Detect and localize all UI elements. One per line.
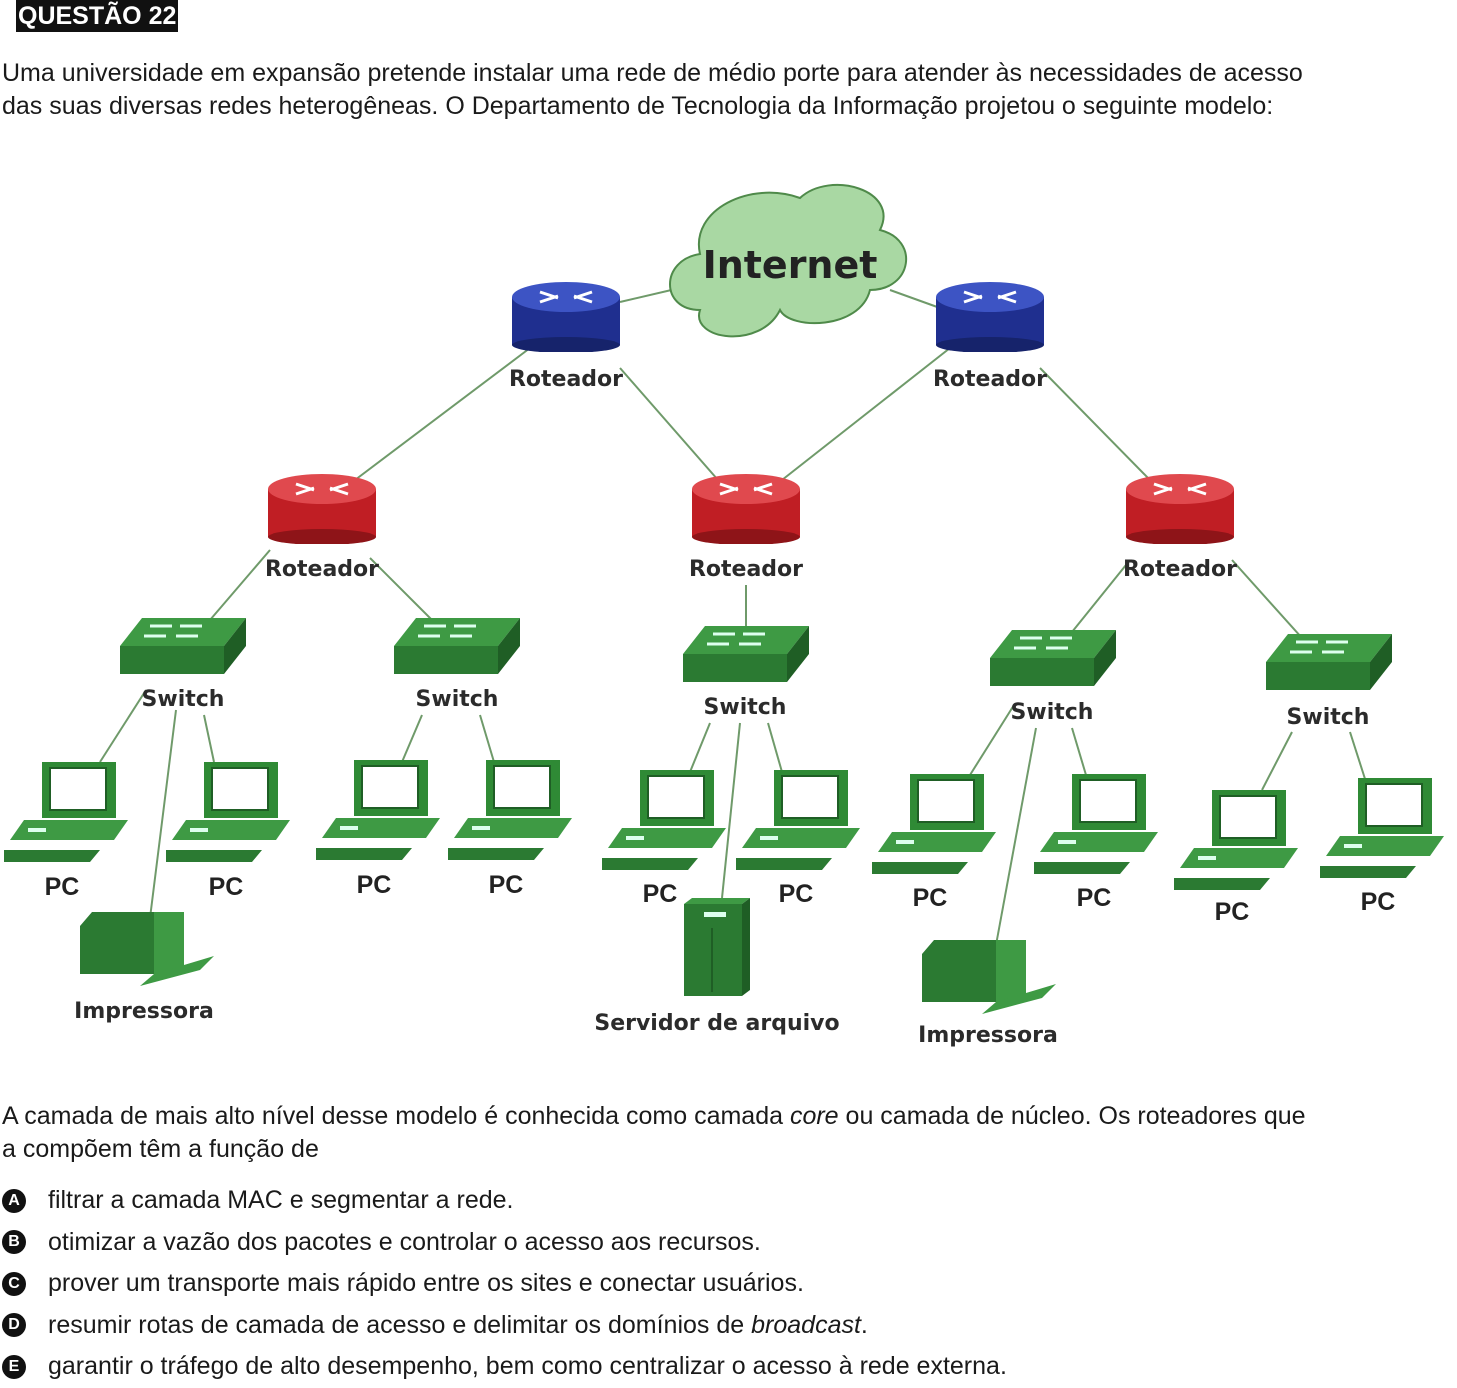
router-label: Roteador xyxy=(1123,557,1237,582)
dist-router-right: Roteador xyxy=(1123,474,1237,582)
option-text: prover um transporte mais rápido entre o… xyxy=(48,1269,804,1298)
printer-label: Impressora xyxy=(918,1023,1058,1048)
switch-label: Switch xyxy=(704,695,787,720)
router-label: Roteador xyxy=(265,557,379,582)
intro-line-1: Uma universidade em expansão pretende in… xyxy=(2,59,1303,87)
switch-label: Switch xyxy=(1011,700,1094,725)
file-server: Servidor de arquivo xyxy=(594,898,840,1036)
pc-label: PC xyxy=(357,871,392,899)
option-text: resumir rotas de camada de acesso e deli… xyxy=(48,1311,868,1340)
option-text: filtrar a camada MAC e segmentar a rede. xyxy=(48,1186,514,1215)
pc-10: PC xyxy=(1320,778,1444,916)
pc-3: PC xyxy=(316,760,440,899)
option-broadcast-term: broadcast xyxy=(751,1310,861,1339)
pc-label: PC xyxy=(643,880,678,908)
pc-8: PC xyxy=(1034,774,1158,912)
switch-label: Switch xyxy=(1287,705,1370,730)
option-letter-badge: C xyxy=(2,1271,26,1296)
answer-options: A filtrar a camada MAC e segmentar a red… xyxy=(2,1180,1007,1388)
pc-5: PC xyxy=(602,770,726,908)
pc-2: PC xyxy=(166,762,290,901)
option-letter-badge: B xyxy=(2,1230,26,1255)
switch-4: Switch xyxy=(990,630,1116,725)
option-c[interactable]: C prover um transporte mais rápido entre… xyxy=(2,1263,1007,1305)
option-text: otimizar a vazão dos pacotes e controlar… xyxy=(48,1227,761,1256)
stem-line-1b: ou camada de núcleo. Os roteadores que xyxy=(838,1102,1306,1130)
switch-1: Switch xyxy=(120,618,246,712)
dist-router-center: Roteador xyxy=(689,474,803,582)
internet-cloud: Internet xyxy=(669,183,908,338)
question-stem: A camada de mais alto nível desse modelo… xyxy=(2,1100,1454,1166)
option-a[interactable]: A filtrar a camada MAC e segmentar a red… xyxy=(2,1180,1007,1222)
pc-label: PC xyxy=(209,873,244,901)
core-router-right: Roteador xyxy=(933,282,1047,392)
switch-label: Switch xyxy=(142,687,225,712)
option-letter-badge: E xyxy=(2,1354,26,1379)
pc-label: PC xyxy=(1215,898,1250,926)
printer-label: Impressora xyxy=(74,999,214,1024)
option-letter-badge: A xyxy=(2,1188,26,1213)
server-label: Servidor de arquivo xyxy=(594,1011,839,1036)
option-d[interactable]: D resumir rotas de camada de acesso e de… xyxy=(2,1305,1007,1347)
pc-label: PC xyxy=(779,880,814,908)
pc-4: PC xyxy=(448,760,572,899)
pc-7: PC xyxy=(872,774,996,912)
pc-label: PC xyxy=(489,871,524,899)
connection-lines xyxy=(99,287,1367,946)
stem-core-term: core xyxy=(789,1102,839,1130)
router-label: Roteador xyxy=(689,557,803,582)
printer-left: Impressora xyxy=(74,912,214,1024)
switch-label: Switch xyxy=(416,687,499,712)
network-diagram: Internet Roteador Roteador Roteador Rote… xyxy=(4,183,1444,1048)
internet-label: Internet xyxy=(703,243,878,287)
dist-router-left: Roteador xyxy=(265,474,379,582)
pc-label: PC xyxy=(45,873,80,901)
switch-3: Switch xyxy=(683,626,809,720)
pc-label: PC xyxy=(1077,884,1112,912)
option-letter-badge: D xyxy=(2,1313,26,1338)
switch-5: Switch xyxy=(1266,634,1392,730)
router-label: Roteador xyxy=(509,367,623,392)
switch-2: Switch xyxy=(394,618,520,712)
stem-line-1a: A camada de mais alto nível desse modelo… xyxy=(2,1102,790,1130)
pc-label: PC xyxy=(913,884,948,912)
option-text-part: . xyxy=(860,1310,868,1339)
core-router-left: Roteador xyxy=(509,282,623,392)
printer-right: Impressora xyxy=(918,940,1058,1048)
option-text-part: resumir rotas de camada de acesso e deli… xyxy=(48,1310,752,1339)
router-label: Roteador xyxy=(933,367,1047,392)
question-intro: Uma universidade em expansão pretende in… xyxy=(2,57,1454,123)
pc-9: PC xyxy=(1174,790,1298,926)
option-text: garantir o tráfego de alto desempenho, b… xyxy=(48,1352,1007,1381)
option-e[interactable]: E garantir o tráfego de alto desempenho,… xyxy=(2,1346,1007,1388)
pc-label: PC xyxy=(1361,888,1396,916)
pc-1: PC xyxy=(4,762,128,901)
question-title: QUESTÃO 22 xyxy=(16,0,179,32)
intro-line-2: das suas diversas redes heterogêneas. O … xyxy=(2,92,1274,120)
pc-6: PC xyxy=(736,770,860,908)
stem-line-2: a compõem têm a função de xyxy=(2,1135,319,1163)
option-b[interactable]: B otimizar a vazão dos pacotes e control… xyxy=(2,1222,1007,1264)
